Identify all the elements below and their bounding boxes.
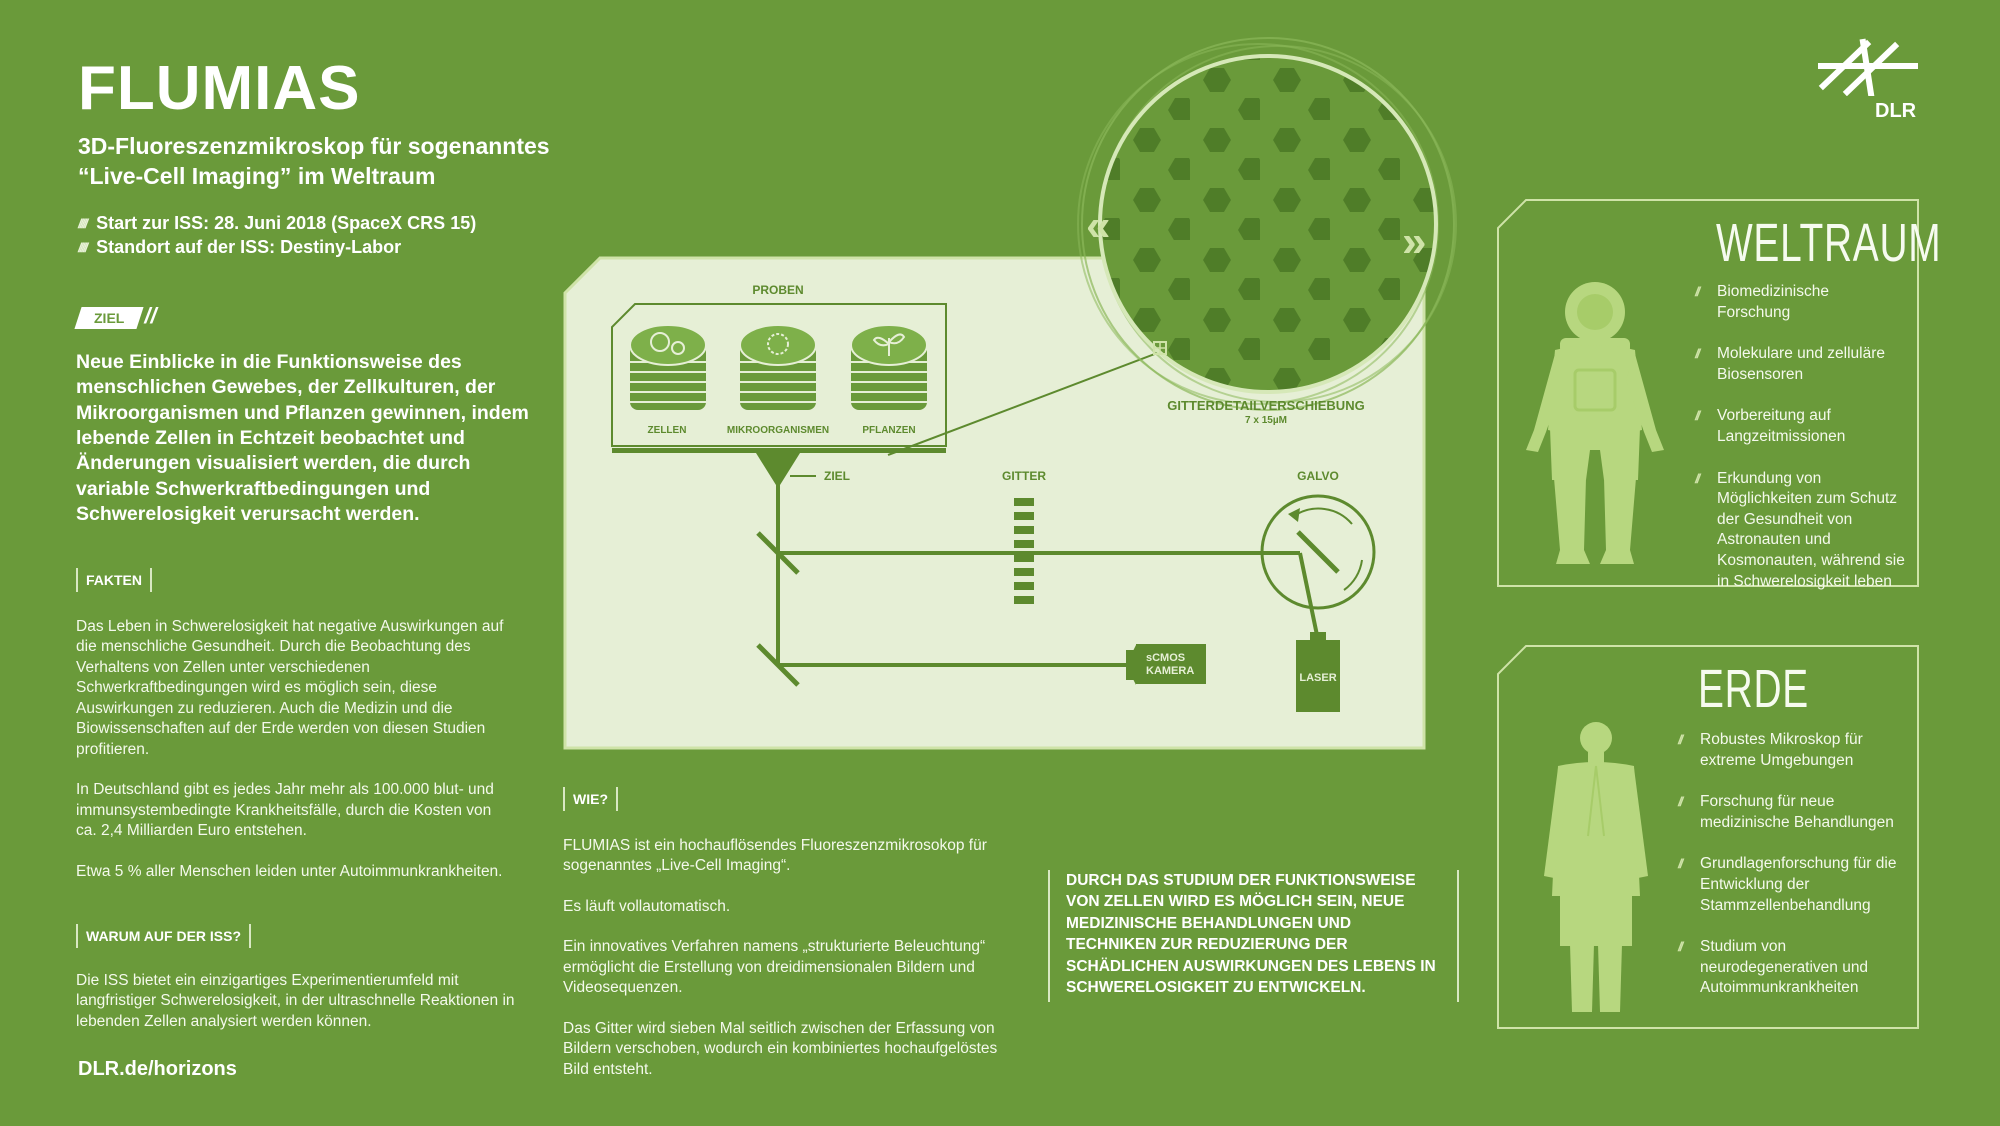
facts-heading: FAKTEN xyxy=(76,568,152,592)
page-title: FLUMIAS xyxy=(78,54,361,123)
earth-title: ERDE xyxy=(1698,659,1809,719)
how-paragraph: FLUMIAS ist ein hochauflösendes Fluoresz… xyxy=(563,837,987,875)
mirror-icon xyxy=(756,643,800,687)
grid-shift-title: GITTERDETAILVERSCHIEBUNG xyxy=(1167,398,1364,413)
dlr-logo-mark xyxy=(1818,38,1918,98)
list-item: //Robustes Mikroskop für extreme Umgebun… xyxy=(1678,731,1863,769)
microscope-diagram: PROBEN ZELLEN MIKROORGANISMEN PFLANZEN Z… xyxy=(563,37,1457,750)
how-paragraph: Das Gitter wird sieben Mal seitlich zwis… xyxy=(563,1019,998,1078)
highlight-quote: DURCH DAS STUDIUM DER FUNKTIONSWEISE VON… xyxy=(1048,870,1459,1002)
goal-lead-text: Neue Einblicke in die Funktionsweise des… xyxy=(76,351,529,526)
chevron-right-icon: » xyxy=(1402,217,1426,266)
location-info: ///// Standort auf der ISS: Destiny-Labo… xyxy=(78,237,401,258)
sample-microorganisms-icon xyxy=(739,324,817,410)
galvo-label: GALVO xyxy=(1297,469,1339,483)
space-list: //Biomedizinische Forschung //Molekulare… xyxy=(1695,282,1905,613)
list-item: //Biomedizinische Forschung xyxy=(1695,283,1829,321)
slash-marker-icon: // xyxy=(144,303,157,328)
list-item: //Molekulare und zelluläre Biosensoren xyxy=(1695,345,1886,383)
sample-cells-label: ZELLEN xyxy=(648,425,687,436)
list-item: //Vorbereitung auf Langzeitmissionen xyxy=(1695,407,1846,446)
sample-plants-icon xyxy=(850,324,928,410)
launch-info: ///// Start zur ISS: 28. Juni 2018 (Spac… xyxy=(78,213,476,234)
slash-marker-icon: ///// xyxy=(78,240,88,255)
location-text: Standort auf der ISS: Destiny-Labor xyxy=(96,237,402,257)
how-paragraph: Es läuft vollautomatisch. xyxy=(563,897,731,915)
dlr-logo-text: DLR xyxy=(1875,100,1917,122)
grid-shift-sub: 7 x 15µM xyxy=(1245,415,1287,426)
facts-paragraph: Das Leben in Schwerelosigkeit hat negati… xyxy=(76,618,504,758)
sample-micro-label: MIKROORGANISMEN xyxy=(727,425,829,436)
slash-marker-icon: ///// xyxy=(78,216,88,231)
samples-box xyxy=(611,303,947,447)
list-item: //Forschung für neue medizinische Behand… xyxy=(1678,793,1894,831)
list-item: //Studium von neurodegenerativen und Aut… xyxy=(1678,938,1869,997)
subtitle-line-2: “Live-Cell Imaging” im Weltraum xyxy=(78,162,436,189)
how-body: FLUMIAS ist ein hochauflösendes Fluoresz… xyxy=(563,836,1003,1100)
laser-label: LASER xyxy=(1299,672,1336,684)
samples-label: PROBEN xyxy=(752,283,803,297)
facts-body: Das Leben in Schwerelosigkeit hat negati… xyxy=(76,617,516,902)
space-title: WELTRAUM xyxy=(1716,213,1942,273)
facts-paragraph: Etwa 5 % aller Menschen leiden unter Aut… xyxy=(76,862,503,880)
goal-tag: ZIEL// xyxy=(74,303,157,329)
how-heading: WIE? xyxy=(563,787,618,811)
earth-list: //Robustes Mikroskop für extreme Umgebun… xyxy=(1678,730,1908,1020)
earth-panel-frame xyxy=(1497,645,1919,1029)
list-item: //Grundlagenforschung für die Entwicklun… xyxy=(1678,855,1897,914)
dlr-logo: DLR xyxy=(1815,36,1925,126)
website-link[interactable]: DLR.de/horizons xyxy=(78,1058,237,1080)
grid-magnifier: « » xyxy=(1077,37,1457,411)
subtitle-line-1: 3D-Fluoreszenzmikroskop für sogenanntes xyxy=(78,133,550,159)
objective-icon xyxy=(756,453,800,485)
why-iss-heading: WARUM AUF DER ISS? xyxy=(76,924,252,948)
page-subtitle: 3D-Fluoreszenzmikroskop für sogenanntes … xyxy=(78,132,638,192)
launch-text: Start zur ISS: 28. Juni 2018 (SpaceX CRS… xyxy=(96,213,477,233)
space-panel-frame xyxy=(1497,199,1919,587)
grating-icon xyxy=(1014,498,1034,604)
facts-paragraph: In Deutschland gibt es jedes Jahr mehr a… xyxy=(76,781,494,840)
sample-cells-icon xyxy=(629,324,707,410)
chevron-left-icon: « xyxy=(1086,201,1110,250)
scientist-icon xyxy=(1544,722,1648,1012)
objective-label: ZIEL xyxy=(824,469,850,483)
camera-label-line1: sCMOS xyxy=(1146,652,1185,664)
beam-splitter-icon xyxy=(756,531,800,575)
why-iss-text: Die ISS bietet ein einzigartiges Experim… xyxy=(76,972,515,1030)
grating-label: GITTER xyxy=(1002,469,1046,483)
camera-icon xyxy=(1126,644,1206,685)
sample-plants-label: PFLANZEN xyxy=(862,425,915,436)
laser-icon xyxy=(1296,632,1340,712)
camera-label-line2: KAMERA xyxy=(1146,665,1194,677)
astronaut-icon xyxy=(1526,282,1664,564)
galvo-icon xyxy=(1260,494,1376,610)
how-paragraph: Ein innovatives Verfahren namens „strukt… xyxy=(563,938,986,997)
beam-path xyxy=(776,485,1320,667)
list-item: //Erkundung von Möglichkeiten zum Schutz… xyxy=(1695,469,1905,590)
